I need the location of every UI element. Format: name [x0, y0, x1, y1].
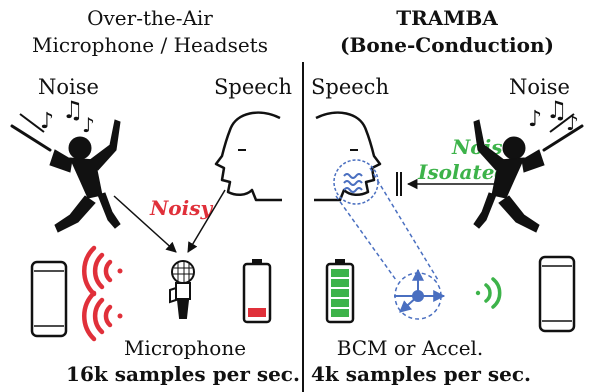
- right-speech-label: Speech: [311, 75, 389, 99]
- vibration-icon: [343, 173, 363, 193]
- noise-to-mic-arrow: [113, 195, 177, 253]
- noisy-label: Noisy: [150, 196, 213, 220]
- right-music-notes-icon: ♪ ♫ ♪: [528, 96, 579, 135]
- accelerometer-icon: [394, 268, 446, 313]
- left-device-label: Microphone: [123, 336, 247, 360]
- green-wireless-waves-icon: [475, 277, 502, 309]
- right-device-label: BCM or Accel.: [336, 336, 484, 360]
- left-speaking-head-icon: [214, 111, 282, 202]
- right-noise-label: Noise: [509, 75, 570, 99]
- svg-text:♫: ♫: [62, 96, 84, 124]
- left-speech-label: Speech: [214, 75, 292, 99]
- svg-text:♪: ♪: [566, 111, 579, 135]
- left-title-line1: Over-the-Air: [87, 6, 213, 30]
- full-battery-icon: [325, 259, 355, 324]
- svg-text:♫: ♫: [546, 96, 568, 124]
- left-noise-label: Noise: [38, 75, 99, 99]
- right-speaking-head-icon: [314, 111, 382, 202]
- right-dancing-person-icon: [473, 113, 584, 233]
- right-title-line2: (Bone-Conduction): [340, 33, 554, 57]
- right-phone-icon: [538, 255, 576, 333]
- left-dancing-person-icon: ♪ ♫ ♪: [10, 96, 121, 233]
- left-title-line2: Microphone / Headsets: [32, 33, 268, 57]
- microphone-icon: [169, 260, 195, 319]
- svg-text:♪: ♪: [40, 109, 54, 134]
- left-rate-label: 16k samples per sec.: [66, 362, 300, 386]
- left-phone-icon: [30, 260, 68, 338]
- red-wireless-waves-icon: [82, 245, 123, 342]
- blocked-noise-arrow: [396, 172, 500, 196]
- low-battery-icon: [242, 259, 272, 324]
- speech-to-mic-arrow: [187, 189, 226, 253]
- svg-text:♪: ♪: [82, 113, 95, 137]
- svg-text:♪: ♪: [528, 107, 542, 132]
- right-rate-label: 4k samples per sec.: [311, 362, 531, 386]
- right-title-line1: TRAMBA: [396, 6, 498, 30]
